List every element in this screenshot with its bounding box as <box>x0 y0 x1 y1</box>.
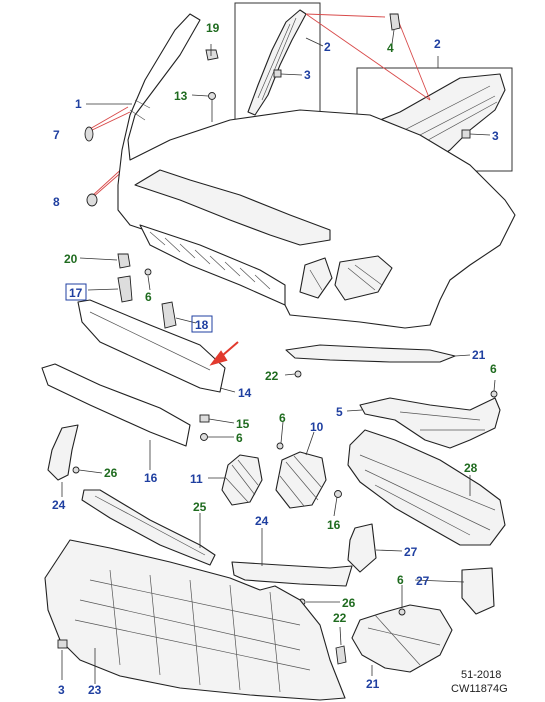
callout-28: 28 <box>464 461 478 475</box>
leader-red-3 <box>397 19 431 101</box>
callout-5: 5 <box>336 405 343 419</box>
callout-6-grille: 6 <box>279 411 286 425</box>
screw-part-14 <box>334 490 342 498</box>
callout-18: 20 <box>64 252 78 266</box>
bumper-lower-grille <box>139 224 286 306</box>
screw-part-6-mid <box>200 433 208 441</box>
callout-24-left: 24 <box>52 498 66 512</box>
leader-lines <box>61 29 496 684</box>
callout-23: 23 <box>88 683 102 697</box>
screw-part-6-grille <box>276 442 284 450</box>
callout-9: 10 <box>310 420 324 434</box>
callout-6-clip: 6 <box>145 290 152 304</box>
inset-clip-part-3 <box>273 69 282 78</box>
callout-box-16-right <box>191 315 213 333</box>
inset-clip-part-3-right <box>461 129 471 139</box>
callout-26-center: 26 <box>342 596 356 610</box>
callout-16-left: 17 <box>69 286 83 300</box>
fog-opening-left <box>299 257 333 299</box>
callout-22: 22 <box>333 611 347 625</box>
callout-6-mid: 6 <box>236 431 243 445</box>
clip-part-4 <box>389 13 401 31</box>
callout-6-bottom: 6 <box>397 573 404 587</box>
callout-1: 1 <box>75 97 82 111</box>
screw-part-20 <box>294 370 302 378</box>
callout-15: 16 <box>144 471 158 485</box>
callout-3-upper: 3 <box>304 68 311 82</box>
callout-16-right: 18 <box>195 318 209 332</box>
leader-red-5 <box>87 111 131 133</box>
screw-part-26-left <box>72 466 80 474</box>
screw-part-11 <box>208 92 216 100</box>
callout-2-upper: 2 <box>324 40 331 54</box>
callout-17: 19 <box>206 21 220 35</box>
splash-guard-part-19 <box>285 344 456 363</box>
callout-10: 11 <box>190 472 203 486</box>
bracket-part-24-left <box>47 424 79 481</box>
callout-box-16-left <box>65 283 87 301</box>
footer-revision: 51-2018 <box>461 669 501 681</box>
bracket-part-27-center <box>347 523 377 573</box>
clip-part-17 <box>205 49 219 61</box>
callout-12: 14 <box>238 386 252 400</box>
callout-2-right: 2 <box>434 37 441 51</box>
screw-part-6-right <box>490 390 498 398</box>
leader-red-1 <box>305 13 386 18</box>
bracket-part-16-right <box>161 301 177 329</box>
callout-3-bottom: 3 <box>58 683 65 697</box>
indicator-arrow-head <box>209 350 228 366</box>
bracket-part-16-left <box>117 275 133 303</box>
fog-grille-part-10 <box>221 454 263 506</box>
leader-red-2 <box>305 13 431 101</box>
clip-part-22 <box>335 645 347 665</box>
bumper-grille <box>134 169 331 246</box>
screw-part-6-bottom <box>398 608 406 616</box>
callout-27-right: 27 <box>416 574 430 588</box>
callout-7: 7 <box>53 128 60 142</box>
bumper-upper-edge-detail <box>129 99 151 121</box>
callout-4: 4 <box>387 41 394 55</box>
energy-beam-part-15 <box>41 363 191 447</box>
bumper-cover-part-1 <box>117 13 516 329</box>
callout-8: 8 <box>53 195 60 209</box>
callout-20: 22 <box>265 369 279 383</box>
callout-27-center: 27 <box>404 545 418 559</box>
inset-bracket-part-2 <box>247 9 307 116</box>
bracket-part-5 <box>359 397 501 449</box>
callout-14: 16 <box>327 518 341 532</box>
footer-illustration-code: CW11874G <box>451 683 508 695</box>
screw-part-6-upper <box>144 268 152 276</box>
callout-6-right: 6 <box>490 362 497 376</box>
lip-strip-part-25 <box>81 489 216 566</box>
callout-19: 21 <box>472 348 486 362</box>
clip-part-13 <box>199 414 210 423</box>
callout-3-right: 3 <box>492 129 499 143</box>
bracket-part-24-center <box>231 561 353 587</box>
callout-26-left: 26 <box>104 466 118 480</box>
clip-part-3-bottom <box>57 639 68 649</box>
reinforcement-part-12 <box>77 299 226 393</box>
energy-absorber-part-28 <box>347 429 506 546</box>
callout-11: 13 <box>174 89 188 103</box>
plug-part-7 <box>84 126 94 142</box>
callout-25: 25 <box>193 500 207 514</box>
callout-24-center: 24 <box>255 514 269 528</box>
callout-13: 15 <box>236 417 250 431</box>
undertray-part-23 <box>44 539 346 701</box>
bracket-part-27-right <box>461 567 495 615</box>
leader-red-4 <box>87 106 129 131</box>
callout-21: 21 <box>366 677 380 691</box>
fog-opening-right <box>334 255 393 301</box>
clip-part-18 <box>117 253 131 269</box>
plug-part-8 <box>86 193 98 207</box>
